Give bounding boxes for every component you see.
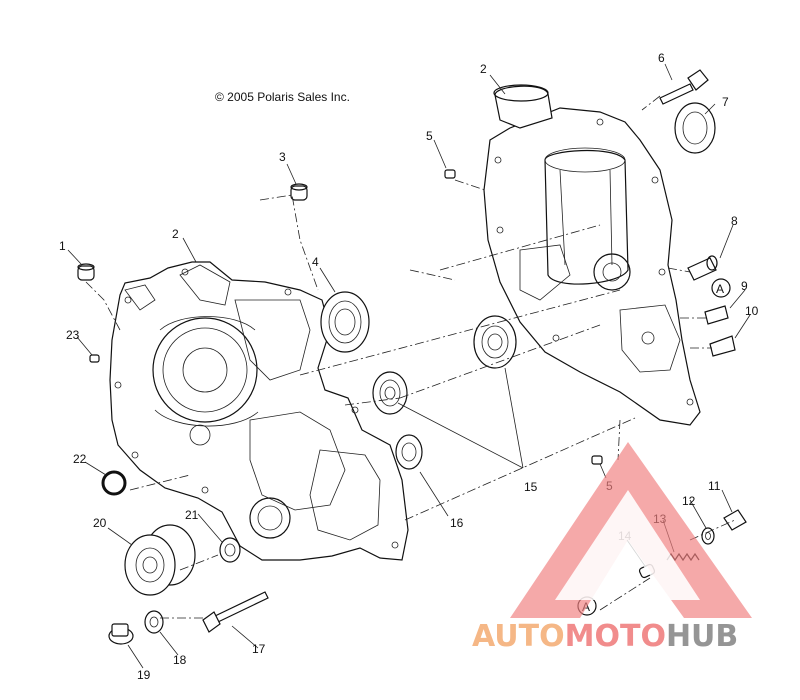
pin-5-bottom <box>591 455 603 465</box>
bolt-17 <box>202 591 269 633</box>
bearing-16 <box>395 434 423 470</box>
pin-5-top <box>444 169 456 179</box>
callout-9: 9 <box>741 279 748 293</box>
reference-marker-a-top: A <box>711 278 731 298</box>
callout-11: 11 <box>708 479 721 493</box>
callout-15: 15 <box>524 480 538 494</box>
callout-8: 8 <box>731 214 738 228</box>
copyright-text: © 2005 Polaris Sales Inc. <box>215 90 350 104</box>
callout-22: 22 <box>73 452 87 466</box>
seal-7 <box>674 102 716 154</box>
automotohub-watermark: AUTOMOTOHUB <box>472 442 752 654</box>
svg-text:A: A <box>716 282 724 296</box>
callout-5-top: 5 <box>426 129 433 143</box>
callout-19: 19 <box>137 668 151 682</box>
seal-21 <box>219 537 241 563</box>
callout-21: 21 <box>185 508 199 522</box>
plug-11 <box>723 509 747 531</box>
callout-23: 23 <box>66 328 80 342</box>
callout-7: 7 <box>722 95 729 109</box>
callout-4: 4 <box>312 255 319 269</box>
callout-20: 20 <box>93 516 107 530</box>
watermark-text: AUTOMOTOHUB <box>472 619 738 654</box>
callout-2-right: 2 <box>480 62 487 76</box>
bearing-15b <box>473 315 517 369</box>
left-crankcase-half <box>109 261 409 561</box>
bearing-4 <box>320 291 370 353</box>
bolt-6 <box>659 69 709 105</box>
fitting-9 <box>704 305 729 325</box>
callout-6: 6 <box>658 51 665 65</box>
washer-18 <box>144 610 164 634</box>
drain-plug-19 <box>108 623 134 645</box>
callout-labels: 1 2 2 3 4 5 5 6 7 8 9 10 11 12 13 14 15 … <box>59 51 759 682</box>
fitting-10 <box>709 335 736 357</box>
dowel-3 <box>290 183 308 201</box>
washer-12 <box>701 527 715 545</box>
plug-8 <box>687 255 718 281</box>
o-ring-22 <box>101 470 127 496</box>
bearing-15a <box>372 371 408 415</box>
callout-17: 17 <box>252 642 266 656</box>
callout-3: 3 <box>279 150 286 164</box>
right-crankcase-half <box>483 84 701 426</box>
callout-18: 18 <box>173 653 187 667</box>
callout-12: 12 <box>682 494 696 508</box>
dowel-pin-1 <box>77 263 95 281</box>
centerlines <box>85 95 736 619</box>
callout-16: 16 <box>450 516 464 530</box>
callout-2-left: 2 <box>172 227 179 241</box>
pulley-20 <box>124 524 196 596</box>
watermark-triangle-logo <box>510 442 752 618</box>
callout-1: 1 <box>59 239 66 253</box>
callout-10: 10 <box>745 304 759 318</box>
leader-lines <box>67 63 751 669</box>
pin-23 <box>89 354 100 363</box>
